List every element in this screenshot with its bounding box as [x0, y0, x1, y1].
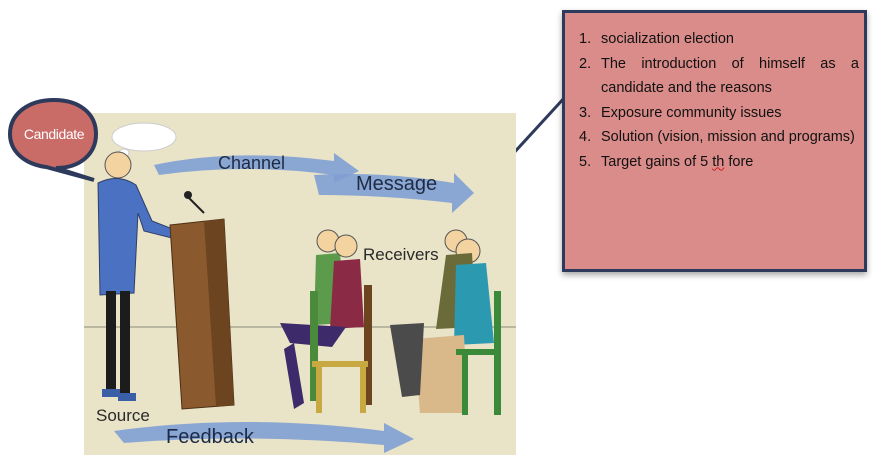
candidate-bubble: Candidate	[6, 96, 102, 182]
receivers-group-right	[390, 229, 501, 415]
campaign-agenda-box: 1. socialization election 2. The introdu…	[562, 10, 867, 272]
spellcheck-flagged-word: th	[712, 153, 725, 170]
receivers-label: Receivers	[363, 245, 439, 264]
feedback-arrow	[114, 422, 414, 453]
agenda-item-number: 4.	[579, 129, 592, 145]
microphone	[184, 191, 205, 214]
speaker-figure	[97, 151, 179, 401]
agenda-item-text: Exposure community issues	[601, 104, 782, 121]
agenda-item: 3. Exposure community issues	[579, 101, 859, 126]
speech-bubble-shape	[7, 97, 99, 182]
agenda-item: 2. The introduction of himself as a cand…	[579, 52, 859, 101]
message-label: Message	[356, 173, 438, 195]
agenda-item-text-end: fore	[724, 153, 754, 170]
channel-arrow	[154, 153, 359, 183]
agenda-item: 4. Solution (vision, mission and program…	[579, 125, 859, 150]
agenda-item-text-start: Target gains of 5	[601, 153, 713, 170]
podium	[169, 218, 235, 410]
agenda-item-text: Solution (vision, mission and programs)	[601, 129, 855, 145]
agenda-item-number: 3.	[579, 104, 592, 121]
agenda-item-number: 2.	[579, 55, 592, 72]
receivers-group-left	[280, 229, 372, 413]
illustration-artwork	[84, 122, 516, 453]
source-label: Source	[96, 406, 150, 425]
message-arrow	[314, 173, 474, 213]
candidate-label: Candidate	[23, 126, 85, 142]
channel-label: Channel	[218, 153, 286, 173]
agenda-item: 1. socialization election	[579, 27, 859, 52]
agenda-item-text: The introduction of himself as a candida…	[601, 55, 859, 97]
communication-illustration: Channel Message Receivers Source Feedbac…	[84, 113, 516, 455]
agenda-item: 5. Target gains of 5 th fore	[579, 150, 859, 175]
agenda-list: 1. socialization election 2. The introdu…	[579, 27, 859, 174]
thought-bubble	[111, 122, 177, 152]
agenda-item-text: socialization election	[601, 31, 734, 47]
agenda-item-number: 5.	[579, 153, 592, 170]
feedback-label: Feedback	[166, 426, 254, 448]
agenda-item-number: 1.	[579, 31, 592, 47]
